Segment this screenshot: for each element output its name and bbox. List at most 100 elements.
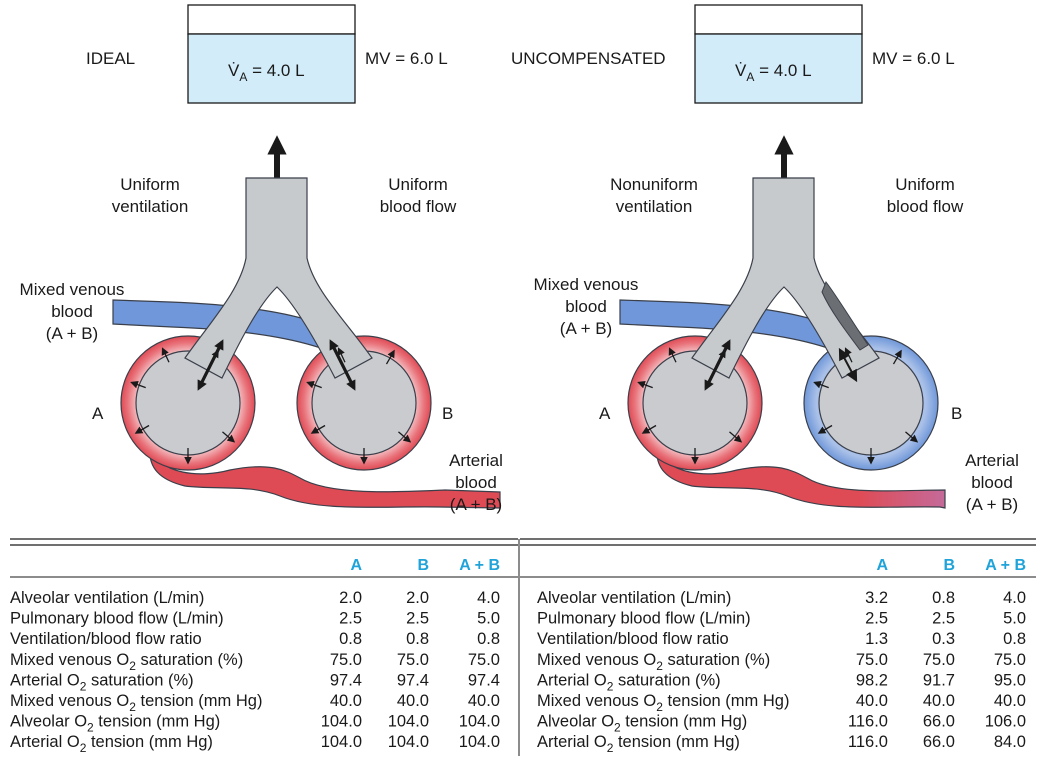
column-header: A <box>350 557 362 574</box>
alveolus-a-label: A <box>599 404 611 423</box>
table-cell: 1.3 <box>865 630 888 648</box>
airway <box>691 177 880 379</box>
table-cell: 91.7 <box>923 671 955 689</box>
table-cell: 75.0 <box>330 651 362 669</box>
table-cell: 40.0 <box>397 692 429 710</box>
table-cell: 84.0 <box>994 733 1026 751</box>
diffusion-arrow <box>729 431 743 443</box>
airway <box>184 177 373 379</box>
row-label: Alveolar ventilation (L/min) <box>537 589 731 607</box>
column-header: A <box>876 557 888 574</box>
spirometer-top <box>187 4 356 35</box>
diffusion-arrows <box>130 347 412 465</box>
alveolus-b-ventilation-arrow <box>838 347 858 383</box>
table-cell: 5.0 <box>477 610 500 628</box>
table-cell: 116.0 <box>848 733 888 751</box>
table-cell: 4.0 <box>1003 589 1026 607</box>
table-cell: 0.8 <box>339 630 362 648</box>
table-cell: 2.5 <box>932 610 955 628</box>
table-cell: 0.8 <box>406 630 429 648</box>
table-cell: 66.0 <box>923 733 955 751</box>
row-label: Arterial O2 saturation (%) <box>537 671 721 693</box>
diffusion-arrow <box>310 424 326 434</box>
diffusion-arrow <box>668 347 677 363</box>
row-label: Alveolar O2 tension (mm Hg) <box>10 713 220 735</box>
row-label: Mixed venous O2 tension (mm Hg) <box>10 692 262 714</box>
alveolus-b-ventilation-arrow <box>329 339 356 391</box>
table-cell: 75.0 <box>468 651 500 669</box>
table-cell: 104.0 <box>388 713 429 731</box>
row-label: Mixed venous O2 saturation (%) <box>537 651 770 673</box>
row-label: Arterial O2 saturation (%) <box>10 671 194 693</box>
arterial-vessel <box>149 446 501 509</box>
alveolus-a-ventilation-arrow <box>197 339 224 391</box>
table-cell: 66.0 <box>923 713 955 731</box>
row-label: Ventilation/blood flow ratio <box>10 630 202 648</box>
diffusion-arrow <box>637 380 653 389</box>
table-cell: 97.4 <box>330 671 362 689</box>
row-label: Alveolar ventilation (L/min) <box>10 589 204 607</box>
uncompensated-panel: UNCOMPENSATED V̇A = 4.0 L MV = 6.0 L Non… <box>511 4 1019 514</box>
alveolus-a-label: A <box>92 404 104 423</box>
table-cell: 2.0 <box>406 589 429 607</box>
airway-obstruction <box>821 280 869 351</box>
table-cell: 4.0 <box>477 589 500 607</box>
table-cell: 2.5 <box>865 610 888 628</box>
table-cell: 2.0 <box>339 589 362 607</box>
table-cell: 0.3 <box>932 630 955 648</box>
diffusion-arrows <box>637 347 919 465</box>
diffusion-arrow <box>161 347 170 363</box>
table-cell: 95.0 <box>994 671 1026 689</box>
table-cell: 75.0 <box>923 651 955 669</box>
spirometer-top <box>694 4 863 35</box>
table-cell: 106.0 <box>985 713 1026 731</box>
diffusion-arrow <box>813 380 829 389</box>
table-cell: 97.4 <box>397 671 429 689</box>
diffusion-arrow <box>716 349 726 365</box>
table-cell: 104.0 <box>321 713 362 731</box>
table-cell: 75.0 <box>856 651 888 669</box>
column-header: B <box>943 557 955 574</box>
diffusion-arrow <box>892 349 902 365</box>
alveolar-ventilation-total: V̇A = 4.0 L <box>228 61 305 84</box>
table-cell: 75.0 <box>994 651 1026 669</box>
table-cell: 2.5 <box>406 610 429 628</box>
row-label: Pulmonary blood flow (L/min) <box>10 610 224 628</box>
table-cell: 104.0 <box>321 733 362 751</box>
minute-ventilation: MV = 6.0 L <box>365 49 448 68</box>
minute-ventilation: MV = 6.0 L <box>872 49 955 68</box>
diffusion-arrow <box>385 349 395 365</box>
mode-label: UNCOMPENSATED <box>511 49 666 68</box>
table-cell: 0.8 <box>477 630 500 648</box>
table-rules <box>10 538 1036 756</box>
alveolar-ventilation-total: V̇A = 4.0 L <box>735 61 812 84</box>
row-label: Alveolar O2 tension (mm Hg) <box>537 713 747 735</box>
alveolus-b <box>818 350 924 456</box>
row-label: Mixed venous O2 tension (mm Hg) <box>537 692 789 714</box>
diffusion-arrow <box>130 380 146 389</box>
diffusion-arrow <box>209 349 219 365</box>
table-cell: 40.0 <box>923 692 955 710</box>
diffusion-arrow <box>844 347 853 363</box>
alveolus-b <box>311 350 417 456</box>
row-label: Ventilation/blood flow ratio <box>537 630 729 648</box>
spirometer-volume <box>694 33 863 104</box>
table-cell: 104.0 <box>459 733 500 751</box>
diffusion-arrow <box>641 424 657 434</box>
table-cell: 0.8 <box>932 589 955 607</box>
table-cell: 3.2 <box>865 589 888 607</box>
table-cell: 0.8 <box>1003 630 1026 648</box>
alveolus-b-label: B <box>951 404 962 423</box>
table-cell: 5.0 <box>1003 610 1026 628</box>
diffusion-arrow <box>306 380 322 389</box>
alveolus-b-label: B <box>442 404 453 423</box>
spirometer-volume <box>187 33 356 104</box>
alveolus-a-ventilation-arrow <box>704 339 731 391</box>
